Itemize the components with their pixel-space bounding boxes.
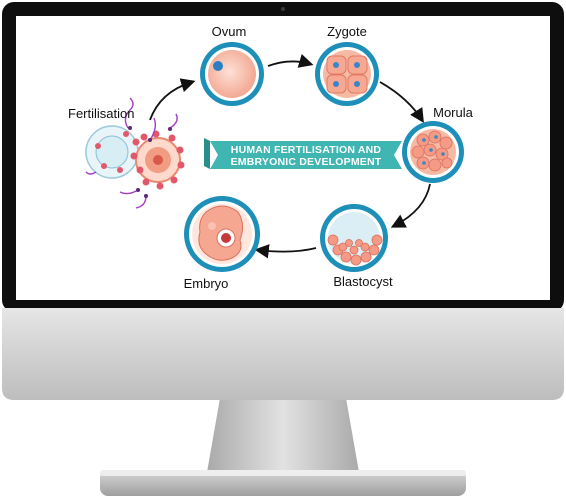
- monitor-stand: [206, 398, 360, 478]
- blastocyst-cell: [320, 204, 388, 272]
- embryo-cell: [184, 196, 260, 272]
- title-banner: HUMAN FERTILISATION AND EMBRYONIC DEVELO…: [204, 138, 402, 169]
- banner-title-line2: EMBRYONIC DEVELOPMENT: [231, 156, 382, 168]
- arrow-fertilisation-to-ovum: [149, 78, 196, 121]
- fertilisation-illustration: [85, 97, 185, 209]
- arrow-morula-to-blastocyst: [390, 183, 431, 228]
- monitor-base: [100, 470, 466, 496]
- cycle-arrows: [149, 54, 431, 259]
- arrow-zygote-to-morula: [379, 81, 424, 124]
- label-zygote: Zygote: [327, 24, 367, 39]
- monitor-chin: [2, 308, 564, 400]
- ovum-cell: [200, 42, 264, 106]
- banner-title-line1: HUMAN FERTILISATION AND: [231, 144, 382, 156]
- label-embryo: Embryo: [184, 276, 229, 291]
- arrow-ovum-to-zygote: [267, 54, 314, 68]
- zygote-cell: [315, 42, 379, 106]
- label-morula: Morula: [433, 105, 474, 120]
- morula-cell: [402, 121, 464, 183]
- label-ovum: Ovum: [212, 24, 247, 39]
- label-fertilisation: Fertilisation: [68, 106, 134, 121]
- label-blastocyst: Blastocyst: [333, 274, 393, 289]
- arrow-blastocyst-to-embryo: [254, 244, 317, 259]
- webcam-dot: [281, 7, 285, 11]
